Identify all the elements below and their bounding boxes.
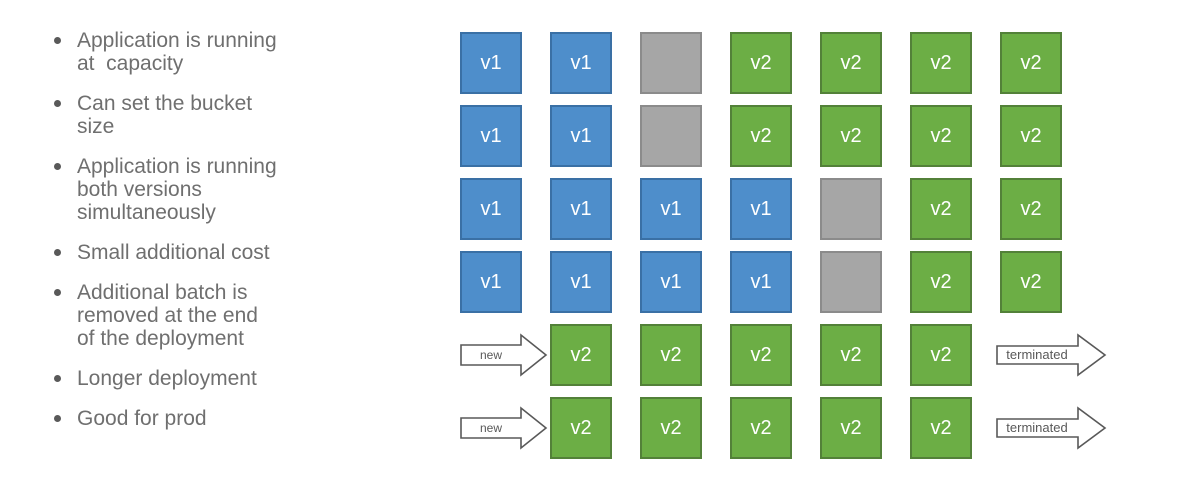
instance-cell-v2: v2 <box>820 324 882 386</box>
new-arrow: new <box>460 397 548 459</box>
bullet-dot-icon <box>54 289 61 296</box>
instance-cell-v2: v2 <box>550 397 612 459</box>
new-arrow-shape-icon: new <box>460 406 548 450</box>
instance-cell-v2: v2 <box>640 324 702 386</box>
instance-cell-v2: v2 <box>910 32 972 94</box>
instance-cell-v2: v2 <box>1000 105 1062 167</box>
instance-cell-v2: v2 <box>730 324 792 386</box>
instance-cell-v1: v1 <box>550 32 612 94</box>
instance-cell-v2: v2 <box>820 32 882 94</box>
bullet-item: Longer deployment <box>54 367 394 390</box>
instance-cell-v1: v1 <box>730 178 792 240</box>
instance-cell-v1: v1 <box>460 178 522 240</box>
bullet-item: Can set the bucket size <box>54 92 394 138</box>
instance-cell-v1: v1 <box>550 105 612 167</box>
instance-cell-empty <box>640 32 702 94</box>
instance-cell-v2: v2 <box>910 397 972 459</box>
bullet-dot-icon <box>54 163 61 170</box>
bullet-text: Application is running at capacity <box>77 29 277 75</box>
instance-cell-v2: v2 <box>730 32 792 94</box>
new-arrow: new <box>460 324 548 386</box>
instance-cell-v2: v2 <box>910 105 972 167</box>
terminated-arrow-shape-icon: terminated <box>996 333 1107 377</box>
terminated-arrow-label: terminated <box>1006 420 1067 435</box>
instance-cell-v1: v1 <box>460 251 522 313</box>
instance-cell-v2: v2 <box>1000 178 1062 240</box>
instance-cell-v1: v1 <box>550 178 612 240</box>
bullet-text: Longer deployment <box>77 367 257 390</box>
instance-cell-v2: v2 <box>910 251 972 313</box>
new-arrow-shape-icon: new <box>460 333 548 377</box>
instance-cell-v2: v2 <box>1000 251 1062 313</box>
instance-cell-v1: v1 <box>730 251 792 313</box>
instance-cell-v2: v2 <box>910 178 972 240</box>
bullet-text: Additional batch is removed at the end o… <box>77 281 258 350</box>
instance-cell-v2: v2 <box>730 397 792 459</box>
instance-cell-v2: v2 <box>550 324 612 386</box>
instance-cell-v2: v2 <box>910 324 972 386</box>
bullet-dot-icon <box>54 415 61 422</box>
bullet-dot-icon <box>54 37 61 44</box>
instance-cell-empty <box>640 105 702 167</box>
instance-cell-v1: v1 <box>640 178 702 240</box>
instance-cell-v2: v2 <box>1000 32 1062 94</box>
bullet-text: Small additional cost <box>77 241 270 264</box>
instance-cell-v1: v1 <box>550 251 612 313</box>
bullet-text: Application is running both versions sim… <box>77 155 277 224</box>
bullet-dot-icon <box>54 249 61 256</box>
new-arrow-label: new <box>480 348 502 362</box>
terminated-arrow: terminated <box>996 397 1107 459</box>
bullet-item: Small additional cost <box>54 241 394 264</box>
instance-cell-v1: v1 <box>460 105 522 167</box>
instance-cell-v2: v2 <box>640 397 702 459</box>
terminated-arrow-shape-icon: terminated <box>996 406 1107 450</box>
bullet-dot-icon <box>54 375 61 382</box>
terminated-arrow: terminated <box>996 324 1107 386</box>
bullet-item: Application is running both versions sim… <box>54 155 394 224</box>
instance-cell-empty <box>820 251 882 313</box>
instance-cell-v1: v1 <box>460 32 522 94</box>
new-arrow-label: new <box>480 421 502 435</box>
bullet-item: Additional batch is removed at the end o… <box>54 281 394 350</box>
instance-cell-v2: v2 <box>820 105 882 167</box>
terminated-arrow-label: terminated <box>1006 347 1067 362</box>
bullet-text: Can set the bucket size <box>77 92 253 138</box>
instance-cell-empty <box>820 178 882 240</box>
instance-cell-v2: v2 <box>730 105 792 167</box>
deployment-grid: v1 v1 v2 v2 v2 v2 v1 v1 v2 v2 v2 v2 v1 v1 v1 v1 v2 v2 v1 v1… <box>460 32 1107 459</box>
bullet-text: Good for prod <box>77 407 207 430</box>
bullet-dot-icon <box>54 100 61 107</box>
bullet-item: Application is running at capacity <box>54 29 394 75</box>
instance-cell-v2: v2 <box>820 397 882 459</box>
instance-cell-v1: v1 <box>640 251 702 313</box>
bullet-item: Good for prod <box>54 407 394 430</box>
